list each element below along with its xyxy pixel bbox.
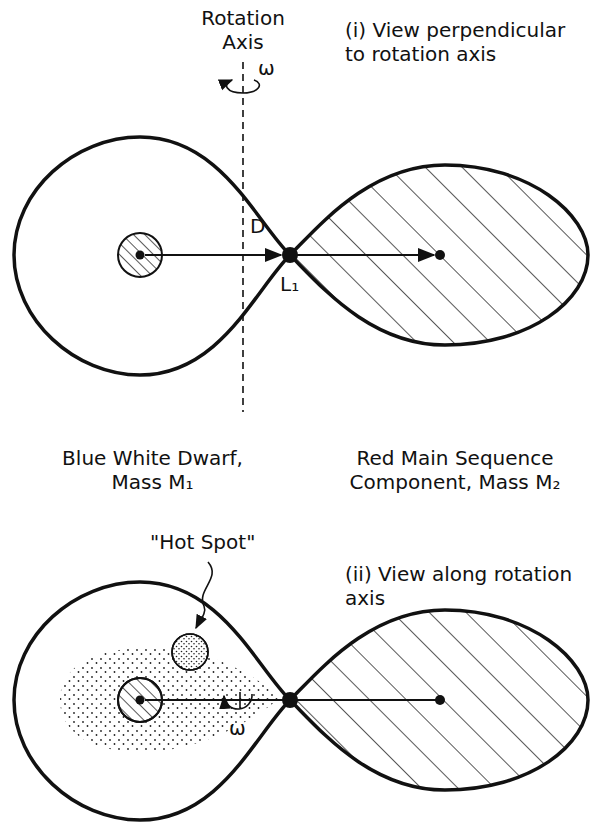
hot-spot-pointer (196, 562, 212, 628)
center-dot (435, 695, 445, 705)
distance-label: D (250, 214, 274, 238)
right-roche-lobe (290, 610, 588, 790)
right-lobe-fill (290, 165, 588, 345)
bottom-view (14, 562, 588, 820)
left-roche-lobe (14, 582, 290, 820)
right-roche-lobe (290, 165, 588, 345)
secondary-arrow (297, 254, 434, 256)
rotation-arrow (224, 694, 252, 709)
lagrange-point (282, 247, 298, 263)
rotation-arrow (227, 80, 260, 93)
hot-spot (172, 634, 208, 670)
lagrange-label: L₁ (280, 272, 310, 296)
center-dot (435, 250, 445, 260)
axis-tick (239, 692, 241, 708)
view-title: (i) View perpendicular to rotation axis (345, 18, 590, 66)
center-dot (136, 251, 145, 260)
view-title: (ii) View along rotation axis (345, 562, 590, 610)
lagrange-point (282, 692, 298, 708)
axis-label: Rotation Axis (188, 6, 298, 54)
separation-line (145, 699, 290, 701)
top-view (14, 62, 588, 412)
component-label: Red Main Sequence Component, Mass M₂ (335, 446, 575, 494)
separation-arrow (145, 254, 281, 256)
callout-label: "Hot Spot" (150, 530, 270, 554)
left-roche-lobe (14, 137, 290, 375)
omega-symbol: ω (258, 56, 288, 80)
right-lobe-fill (290, 610, 588, 790)
omega-symbol: ω (229, 716, 259, 740)
center-dot (136, 696, 145, 705)
secondary-line (290, 699, 440, 701)
component-label: Blue White Dwarf, Mass M₁ (45, 446, 260, 494)
rotation-axis (242, 62, 244, 412)
hot-spot (172, 634, 208, 670)
